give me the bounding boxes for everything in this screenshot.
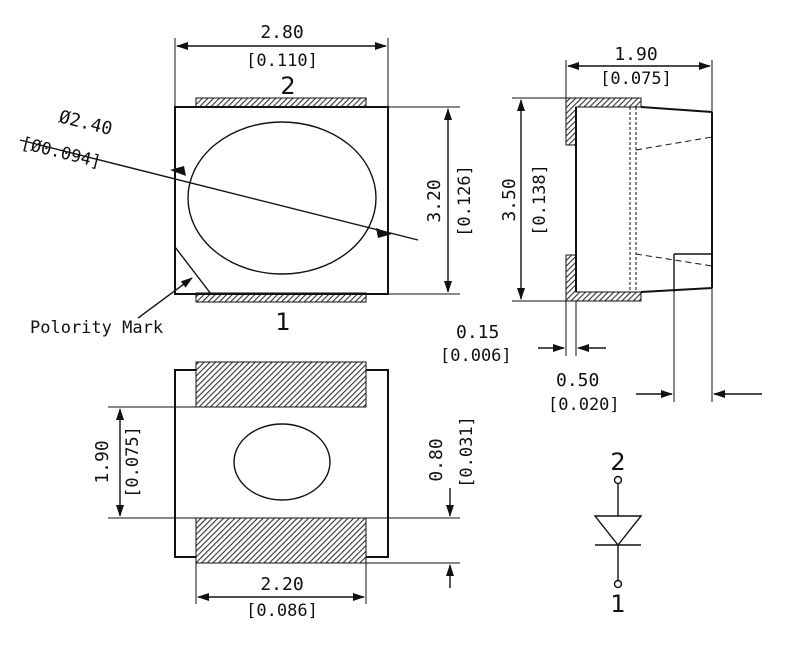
side-gap-value: 0.15 [456,322,499,343]
side-width-inch: [0.075] [600,69,672,89]
side-view: 1.90 [0.075] 3.50 [0.138] 0.15 [0.006] 0… [440,44,762,415]
lens-ellipse [187,121,377,275]
bottom-pad-width-inch: [0.086] [246,601,318,621]
bottom-pad-bottom [195,517,367,564]
diameter-leader [19,139,419,241]
top-body-outline [174,106,389,295]
diode-triangle [593,515,643,547]
side-height-inch: [0.138] [530,164,550,236]
top-width-inch: [0.110] [246,51,318,71]
top-pin-2-label: 2 [280,72,295,100]
bottom-pad-width-value: 2.20 [260,574,303,595]
top-view: 2.80 [0.110] 2 1 3.20 [0.126] Ø2.40 [Ø0.… [19,22,475,338]
bottom-pad-height-value: 0.80 [426,438,447,481]
polarity-mark-label: Polority Mark [30,318,163,338]
anode-label: 2 [610,448,625,476]
top-height-value: 3.20 [424,179,445,222]
top-height-inch: [0.126] [455,165,475,237]
polarity-chamfer [174,246,212,295]
side-gap-inch: [0.006] [440,346,512,366]
bottom-center-ellipse [233,423,331,501]
diode-symbol: 2 1 [593,448,643,618]
side-height-value: 3.50 [499,178,520,221]
diameter-inch: [Ø0.094] [19,133,103,172]
side-lead-inch: [0.020] [548,395,620,415]
cathode-label: 1 [610,590,625,618]
side-width-value: 1.90 [614,44,657,65]
bottom-view: 1.90 [0.075] 0.80 [0.031] 2.20 [0.086] [92,361,477,621]
diameter-value: Ø2.40 [57,106,115,139]
bottom-pad-height-inch: [0.031] [457,416,477,488]
top-pin-1-label: 1 [275,308,290,336]
bottom-pad-span-value: 1.90 [92,440,113,483]
bottom-pad-top [195,361,367,408]
bottom-pad-span-inch: [0.075] [123,426,143,498]
top-width-value: 2.80 [260,22,303,43]
side-lead-value: 0.50 [556,370,599,391]
